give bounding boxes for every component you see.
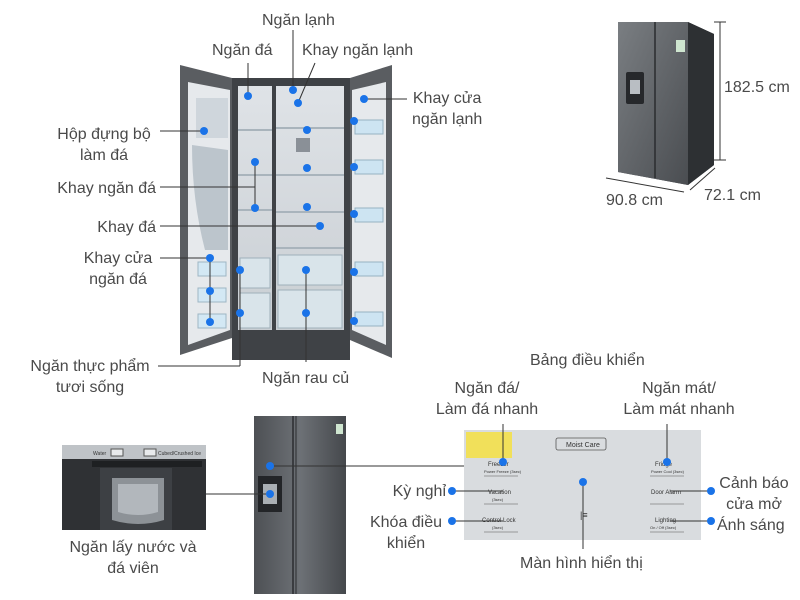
marker-ice-tray — [316, 222, 324, 230]
depth-dimension-line — [689, 167, 716, 191]
panel-moist-care-text: Moist Care — [566, 442, 600, 449]
interior-leader-lines — [158, 30, 407, 367]
marker-lighting — [707, 517, 715, 525]
label-dispenser: Ngăn lấy nước và đá viên — [69, 539, 197, 577]
label-freezer-shelf: Khay ngăn đá — [57, 180, 156, 197]
vegetable-drawer-shape — [277, 289, 343, 329]
control-panel-illustration: Moist Care Freezer Power Freeze (3sec) F… — [448, 424, 715, 549]
label-ice-maker-box: Hộp đựng bộ làm đá — [57, 126, 151, 164]
dispenser-btn-cubed-text: Cubed/Crushed Ice — [158, 451, 201, 457]
dimension-width: 90.8 cm — [606, 192, 663, 209]
dimension-height: 182.5 cm — [724, 79, 790, 96]
label-fridge-shelf: Khay ngăn lạnh — [302, 42, 414, 59]
dispenser-chute — [192, 145, 228, 250]
label-panel-vacation: Kỳ nghỉ — [392, 483, 446, 500]
marker-freezer-button — [499, 458, 507, 466]
label-fridge-door-tray: Khay cửa ngăn lạnh — [412, 90, 483, 128]
dispenser-photo: Water Cubed/Crushed Ice — [62, 445, 218, 530]
svg-text:(3sec): (3sec) — [492, 497, 504, 502]
closed-fridge-illustration — [605, 21, 726, 193]
marker-door-alarm — [707, 487, 715, 495]
label-ice-tray: Khay đá — [97, 219, 156, 236]
front-fridge-illustration — [218, 416, 464, 594]
label-fresh-food-drawer: Ngăn thực phẩm tươi sống — [30, 358, 150, 396]
control-panel-title: Bảng điều khiển — [530, 352, 645, 369]
marker-freezer — [244, 92, 252, 100]
interior-markers — [200, 86, 368, 326]
svg-text:Power Freeze (3sec): Power Freeze (3sec) — [484, 469, 522, 474]
svg-text:On / Off (3sec): On / Off (3sec) — [650, 525, 677, 530]
panel-display-glyph: |≡ — [580, 510, 588, 520]
label-panel-lighting: Ánh sáng — [717, 517, 785, 534]
svg-text:Power Cool (3sec): Power Cool (3sec) — [651, 469, 685, 474]
freezer-bin — [239, 257, 271, 289]
dispenser-btn-water-text: Water — [93, 451, 106, 457]
label-freezer-door-tray: Khay cửa ngăn đá — [83, 250, 153, 288]
panel-fridge-text: Fridge — [655, 462, 673, 468]
panel-sticker — [466, 432, 512, 458]
width-dimension-line — [605, 177, 685, 193]
panel-vacation-text: Vacation — [488, 490, 511, 496]
label-vegetable-drawer: Ngăn rau củ — [262, 370, 350, 387]
marker-vacation — [448, 487, 456, 495]
dimension-depth: 72.1 cm — [704, 187, 761, 204]
open-fridge-illustration — [180, 65, 392, 360]
label-panel-display: Màn hình hiển thị — [520, 555, 643, 572]
panel-lighting-text: Lighting — [655, 518, 676, 524]
label-panel-freezer: Ngăn đá/ Làm đá nhanh — [435, 380, 539, 418]
label-panel-door-alarm: Cảnh báo cửa mở — [719, 475, 789, 513]
panel-door-alarm-text: Door Alarm — [651, 490, 681, 496]
label-panel-control-lock: Khóa điều khiển — [369, 514, 443, 552]
closed-fridge-front — [618, 22, 688, 185]
marker-fridge — [289, 86, 297, 94]
panel-freezer-text: Freezer — [488, 462, 509, 468]
marker-ice-maker-box — [200, 127, 208, 135]
label-freezer-compartment: Ngăn đá — [212, 42, 273, 59]
marker-display — [579, 478, 587, 486]
svg-text:(3sec): (3sec) — [492, 525, 504, 530]
marker-control-lock — [448, 517, 456, 525]
label-panel-fridge: Ngăn mát/ Làm mát nhanh — [623, 380, 735, 418]
marker-fridge-button — [663, 458, 671, 466]
label-fridge-compartment: Ngăn lạnh — [262, 12, 335, 29]
